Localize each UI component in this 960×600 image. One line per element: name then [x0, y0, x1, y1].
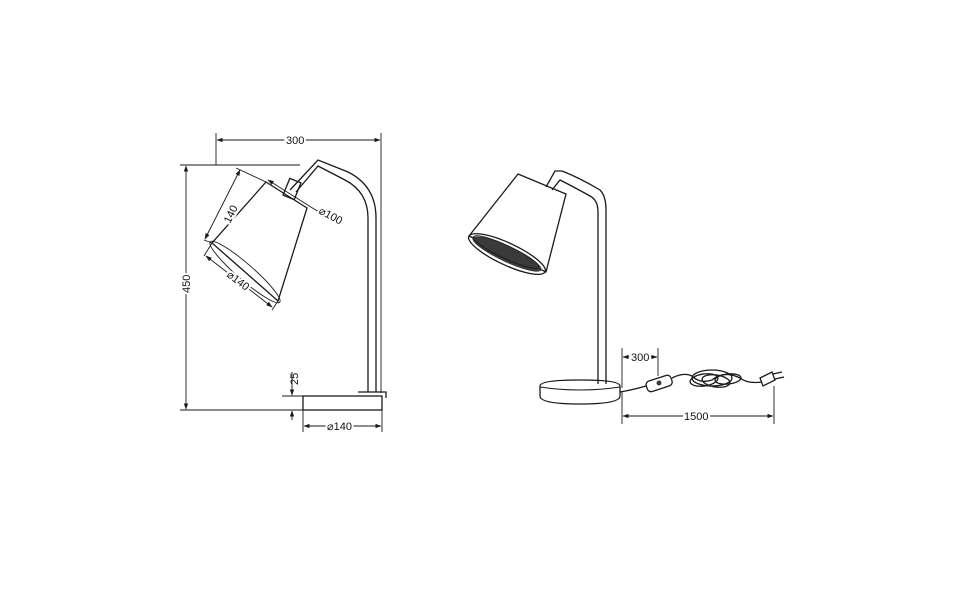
- dim-switch-distance-label: 300: [631, 352, 649, 364]
- dim-shade-bottom-line: [205, 255, 273, 308]
- dim-shade-length-label: 140: [222, 204, 241, 226]
- inline-switch: [645, 374, 673, 393]
- perspective-view: 300 1500: [467, 170, 785, 425]
- dim-shade-bottom-label: ⌀140: [224, 269, 251, 294]
- power-cable: [619, 373, 763, 393]
- side-view: 300 450 140 ⌀100 ⌀140 25 ⌀140: [179, 133, 387, 435]
- lamp-base-3d: [539, 379, 621, 405]
- power-plug: [759, 371, 776, 387]
- dim-width-label: 300: [286, 135, 304, 147]
- dim-base-height-label: 25: [289, 373, 301, 385]
- dim-base-diameter-label: ⌀140: [327, 421, 352, 433]
- lamp-base-top: [358, 391, 387, 398]
- lamp-shade: [211, 181, 308, 303]
- lamp-joint: [282, 177, 302, 201]
- shade-opening: [468, 232, 546, 276]
- dim-shade-top-line: [267, 179, 323, 215]
- cable-coil: [689, 369, 742, 388]
- dim-cable-length-label: 1500: [684, 411, 708, 423]
- lamp-base: [302, 395, 383, 411]
- switch-button: [656, 380, 662, 386]
- shade-opening-inner: [472, 236, 542, 272]
- dim-shade-top-label: ⌀100: [317, 205, 345, 227]
- lamp-shade-3d: [467, 173, 567, 273]
- lamp-arm-outline: [289, 159, 377, 392]
- lamp-arm-3d: [545, 170, 607, 384]
- dim-height-label: 450: [181, 275, 193, 293]
- dim-shade-length-line: [204, 169, 241, 240]
